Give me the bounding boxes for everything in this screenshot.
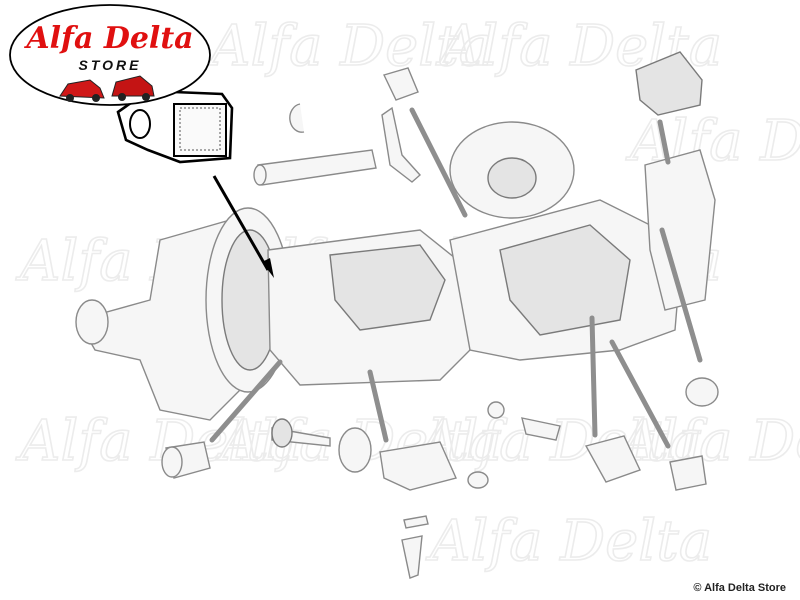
leader-line: [659, 227, 703, 363]
leader-lines: [209, 107, 703, 449]
lock-tab-part: [403, 515, 429, 529]
breather-cap-part: [685, 377, 719, 407]
mount-bracket-face: [173, 103, 227, 157]
rear-support-bracket: [381, 106, 421, 183]
bushing-face: [161, 446, 183, 478]
extension-housing: [644, 149, 716, 311]
leader-line: [367, 369, 389, 443]
logo-oval: [9, 4, 211, 106]
washer-ring: [487, 401, 505, 419]
highlighted-part-callout[interactable]: [116, 90, 274, 278]
gearbox-assembly: [75, 121, 716, 421]
logo-brand-text: Alfa Delta: [23, 21, 193, 56]
highlight-arrow-head: [262, 258, 274, 278]
shift-rod-end: [253, 164, 267, 186]
shift-cover: [329, 244, 446, 331]
rear-case-ribs: [499, 224, 631, 336]
filler-plug-part: [383, 67, 419, 101]
highlight-leader-line: [212, 175, 270, 271]
leader-line: [409, 107, 468, 218]
oil-seal-ring: [338, 427, 372, 473]
copyright-text: © Alfa Delta Store: [693, 582, 786, 594]
store-logo[interactable]: Alfa Delta STORE: [9, 4, 211, 106]
input-shaft-nose: [75, 299, 109, 345]
logo-store-text: STORE: [79, 57, 142, 73]
rubber-mount-part: [635, 51, 703, 116]
red-coupe-icon: [111, 75, 155, 101]
watermark: Alfa Delta: [425, 509, 712, 574]
watermark: Alfa Delta: [15, 409, 302, 474]
leader-line: [609, 339, 671, 449]
bolt-part: [401, 535, 423, 579]
drain-plug-part: [669, 455, 707, 491]
speedo-gear-teeth: [271, 418, 293, 448]
flywheel-hub: [487, 157, 537, 199]
drive-flange-part: [379, 441, 457, 491]
shift-rod-part: [257, 149, 377, 186]
red-car-icon: [59, 79, 105, 102]
rubber-boot-part: [584, 435, 641, 483]
mount-bracket-hole: [129, 109, 151, 139]
watermark: Alfa Delta: [205, 14, 492, 79]
washer-small: [467, 471, 489, 489]
leader-line: [657, 119, 671, 165]
loose-parts: [161, 51, 719, 579]
circlip-part: [289, 103, 305, 133]
reverse-light-switch-part: [521, 417, 561, 441]
watermark: Alfa Delta: [615, 409, 800, 474]
mount-bracket-shading: [179, 107, 221, 151]
leader-line: [209, 359, 283, 443]
leader-line: [589, 315, 598, 438]
